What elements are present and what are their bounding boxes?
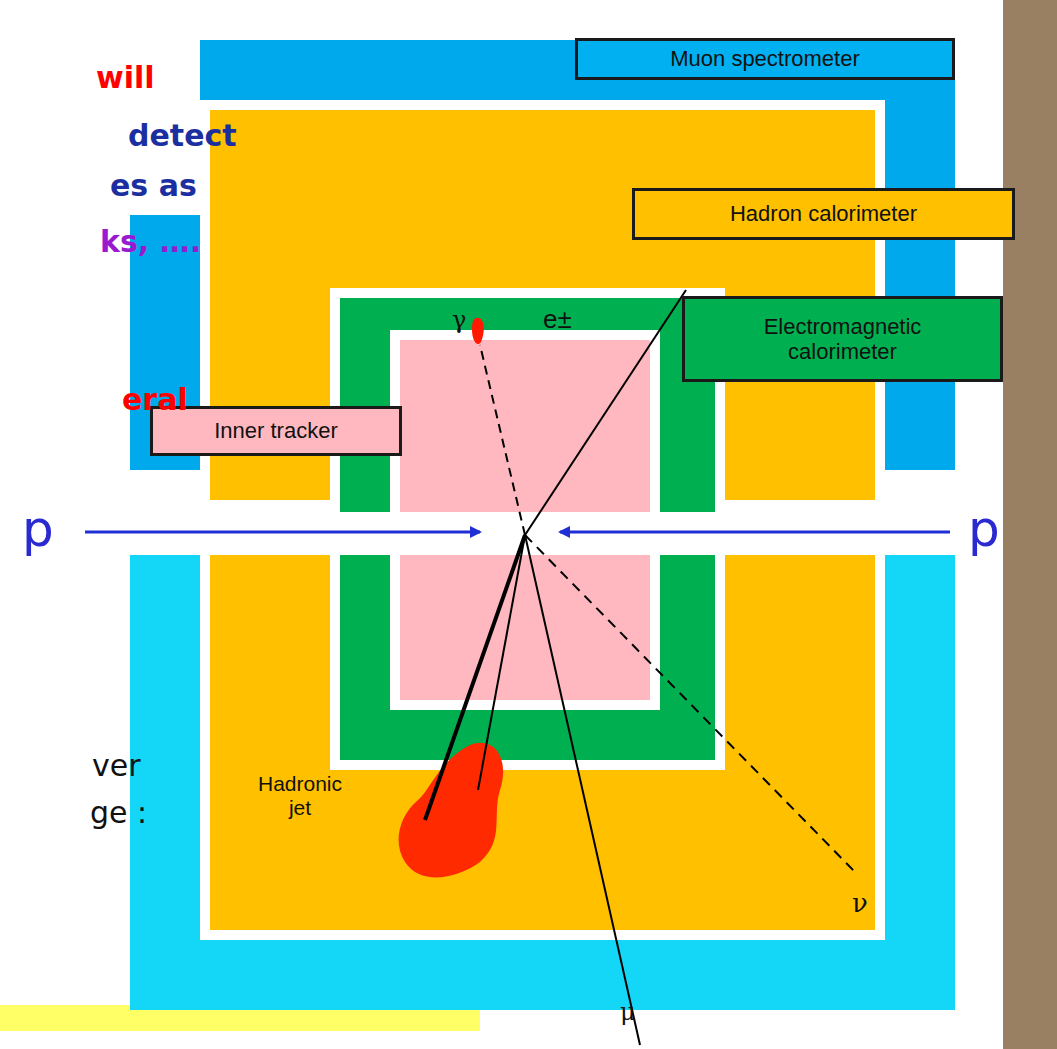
legend-box: Inner tracker bbox=[150, 406, 402, 456]
particle-label: ν bbox=[852, 888, 868, 918]
electron-track bbox=[525, 290, 686, 535]
slide-fragment: eral bbox=[122, 382, 188, 417]
slide-fragment: detect bbox=[128, 118, 237, 153]
neutrino-track bbox=[525, 535, 855, 872]
beam-label: p bbox=[968, 500, 1000, 558]
jet-track bbox=[425, 535, 525, 820]
jet-track bbox=[478, 535, 525, 790]
beam-arrow bbox=[560, 531, 950, 534]
photon-track bbox=[480, 345, 525, 535]
slide-fragment: ge : bbox=[90, 795, 147, 830]
slide-fragment: es as bbox=[110, 168, 197, 203]
photon-shower bbox=[472, 318, 484, 344]
particle-label: e± bbox=[543, 304, 572, 335]
legend-box: Electromagnetic calorimeter bbox=[682, 296, 1003, 382]
tracker-layer bbox=[400, 555, 650, 700]
box-label: Muon spectrometer bbox=[670, 46, 860, 71]
muon-layer bbox=[130, 555, 955, 1010]
legend-box: Muon spectrometer bbox=[575, 38, 955, 80]
jet-shower bbox=[399, 743, 504, 878]
box-label: Hadron calorimeter bbox=[730, 201, 917, 226]
beam-arrow bbox=[85, 531, 480, 534]
particle-label: γ bbox=[452, 306, 466, 334]
box-label: Inner tracker bbox=[214, 418, 338, 443]
slide-fragment: will bbox=[96, 60, 155, 95]
tracker-layer bbox=[400, 340, 650, 512]
jet-label: Hadronic jet bbox=[250, 772, 350, 820]
slide-fragment: ver bbox=[92, 748, 141, 783]
particle-label: μ bbox=[620, 998, 636, 1026]
slide-fragment: ks, …. bbox=[100, 224, 201, 259]
box-label: Electromagnetic calorimeter bbox=[735, 314, 950, 365]
muon-track bbox=[525, 535, 640, 1045]
legend-box: Hadron calorimeter bbox=[632, 188, 1015, 240]
beam-label: p bbox=[22, 500, 54, 558]
side-bar bbox=[1000, 0, 1057, 1049]
